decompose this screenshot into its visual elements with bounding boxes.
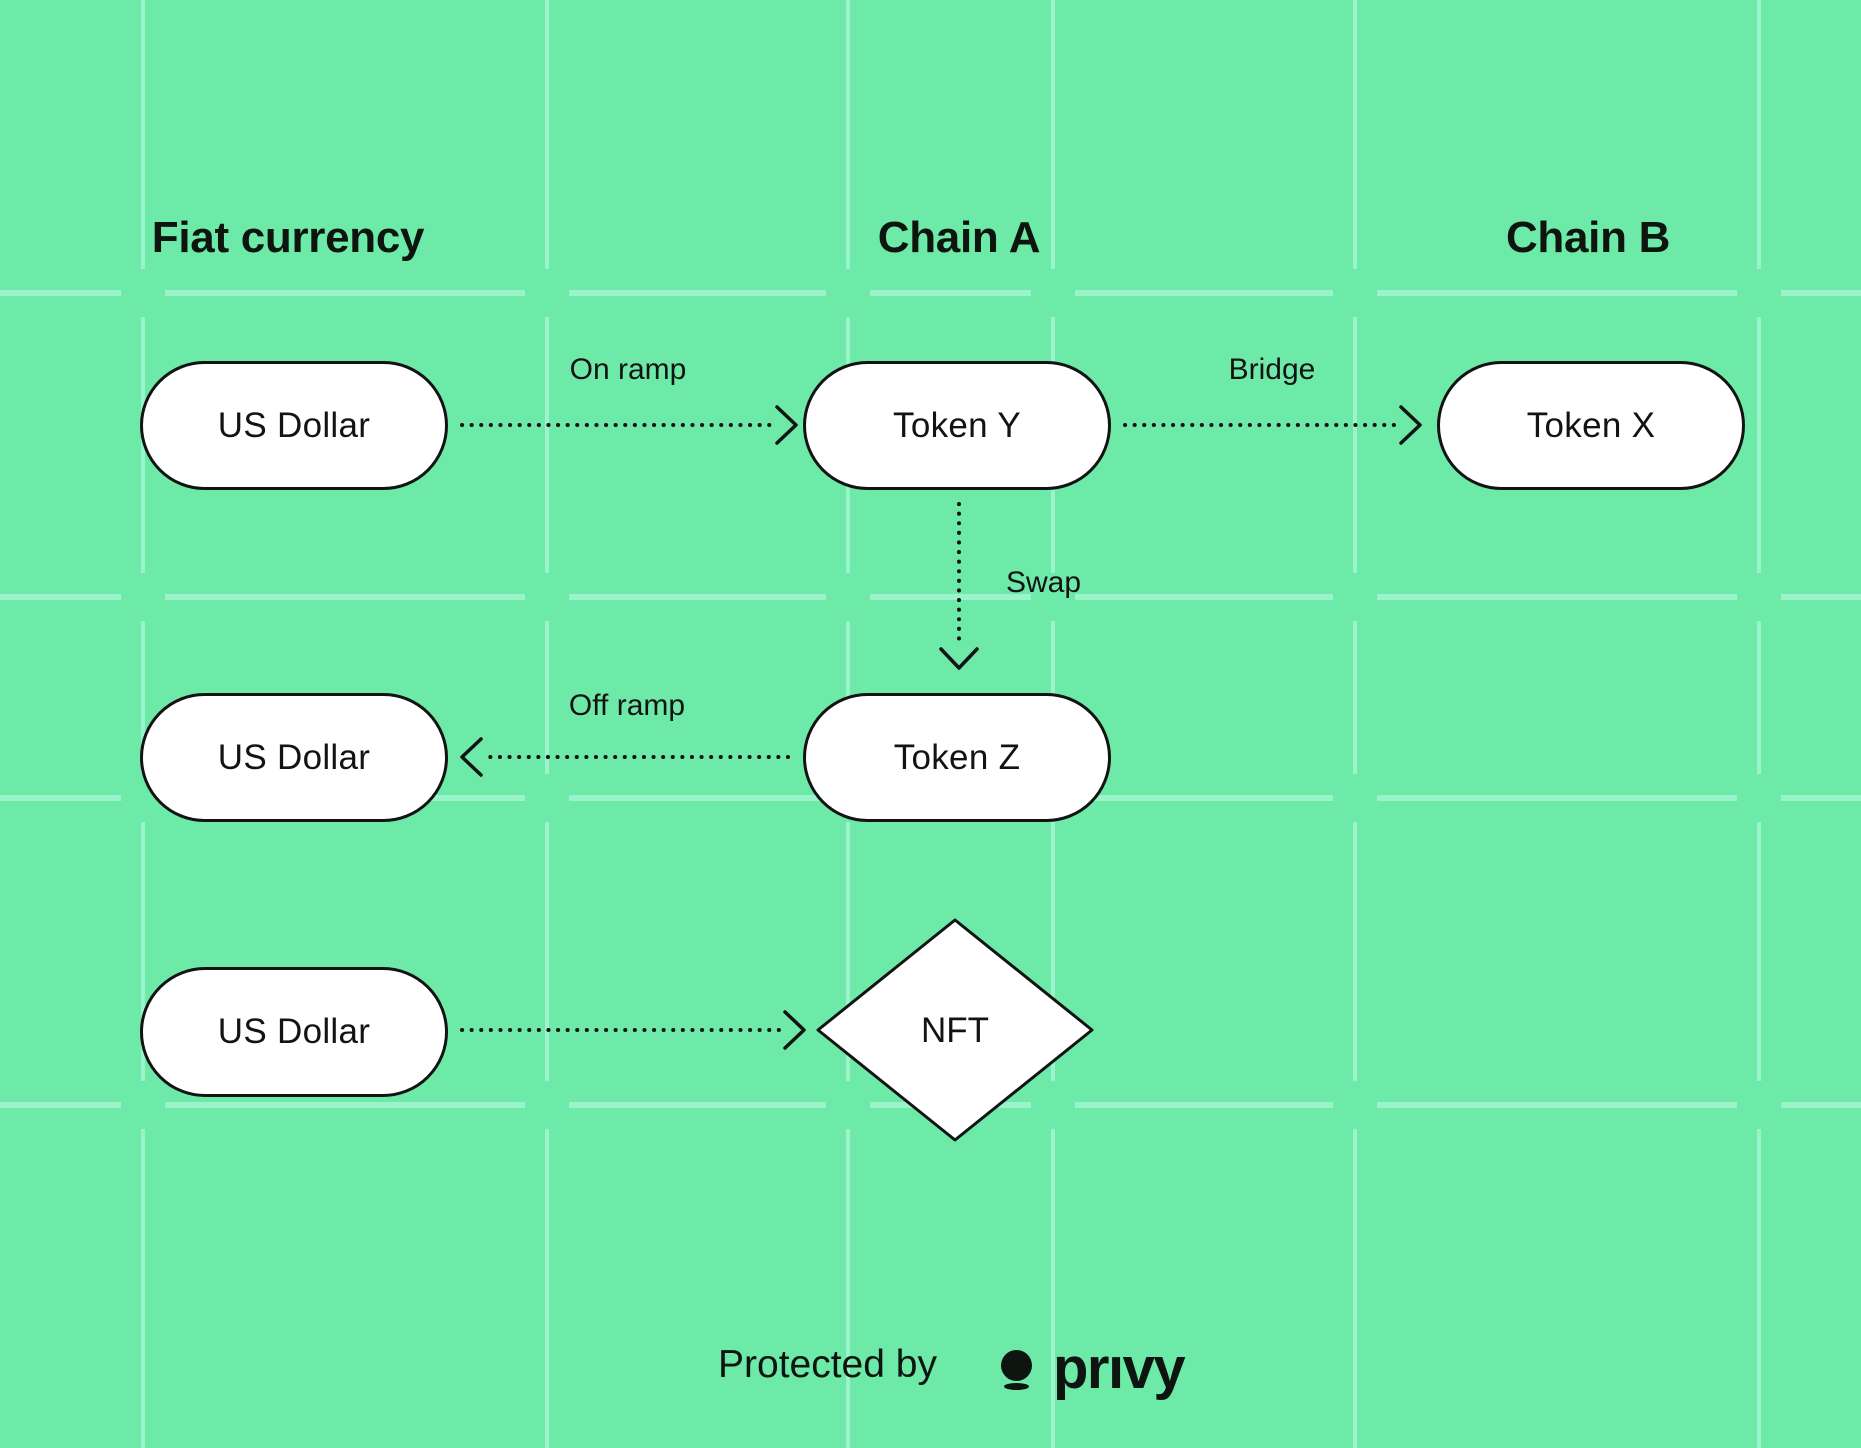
column-header-fiat-currency: Fiat currency <box>151 213 425 262</box>
node-us-dollar-row1: US Dollar <box>140 361 448 490</box>
grid-gap-patch <box>1737 269 1781 317</box>
edge-nft-arrowhead <box>783 1010 806 1050</box>
edge-on-ramp-arrowhead <box>775 405 798 445</box>
edge-label-bridge: Bridge <box>1228 353 1316 386</box>
grid-gap-patch <box>1737 774 1781 822</box>
grid-line-horizontal <box>0 594 1861 600</box>
grid-gap-patch <box>121 269 165 317</box>
privy-wordmark: prıvy <box>1053 1336 1186 1401</box>
node-us-dollar-row3: US Dollar <box>140 967 448 1097</box>
grid-line-vertical <box>1757 0 1761 1448</box>
node-token-x: Token X <box>1437 361 1745 490</box>
grid-gap-patch <box>525 269 569 317</box>
column-header-chain-b: Chain B <box>1505 213 1671 262</box>
grid-gap-patch <box>1737 573 1781 621</box>
grid-gap-patch <box>1031 1081 1075 1129</box>
grid-line-horizontal <box>0 290 1861 296</box>
grid-gap-patch <box>826 269 870 317</box>
edge-off-ramp-arrowhead <box>460 737 483 777</box>
grid-gap-patch <box>525 573 569 621</box>
grid-gap-patch <box>826 1081 870 1129</box>
privy-logo-base-icon <box>1004 1383 1029 1390</box>
privy-logo-icon <box>1001 1350 1032 1381</box>
grid-gap-patch <box>525 1081 569 1129</box>
grid-gap-patch <box>1031 269 1075 317</box>
node-token-z: Token Z <box>803 693 1111 822</box>
grid-gap-patch <box>525 774 569 822</box>
column-header-chain-a: Chain A <box>877 213 1041 262</box>
grid-gap-patch <box>1737 1081 1781 1129</box>
grid-line-vertical <box>545 0 549 1448</box>
edge-swap-arrowhead <box>939 647 979 670</box>
grid-gap-patch <box>1031 573 1075 621</box>
grid-gap-patch <box>121 1081 165 1129</box>
grid-gap-patch <box>1333 573 1377 621</box>
node-us-dollar-row2: US Dollar <box>140 693 448 822</box>
node-nft-label: NFT <box>920 1011 990 1050</box>
edge-bridge-arrowhead <box>1399 405 1422 445</box>
edge-label-on-ramp: On ramp <box>569 353 687 386</box>
node-token-y: Token Y <box>803 361 1111 490</box>
grid-gap-patch <box>1333 1081 1377 1129</box>
edge-label-off-ramp: Off ramp <box>568 689 686 722</box>
grid-line-vertical <box>1353 0 1357 1448</box>
grid-gap-patch <box>1333 269 1377 317</box>
grid-line-vertical <box>141 0 145 1448</box>
edge-label-swap: Swap <box>1006 566 1082 599</box>
grid-gap-patch <box>121 573 165 621</box>
grid-gap-patch <box>826 573 870 621</box>
grid-gap-patch <box>1333 774 1377 822</box>
protected-by-text: Protected by <box>718 1343 937 1386</box>
